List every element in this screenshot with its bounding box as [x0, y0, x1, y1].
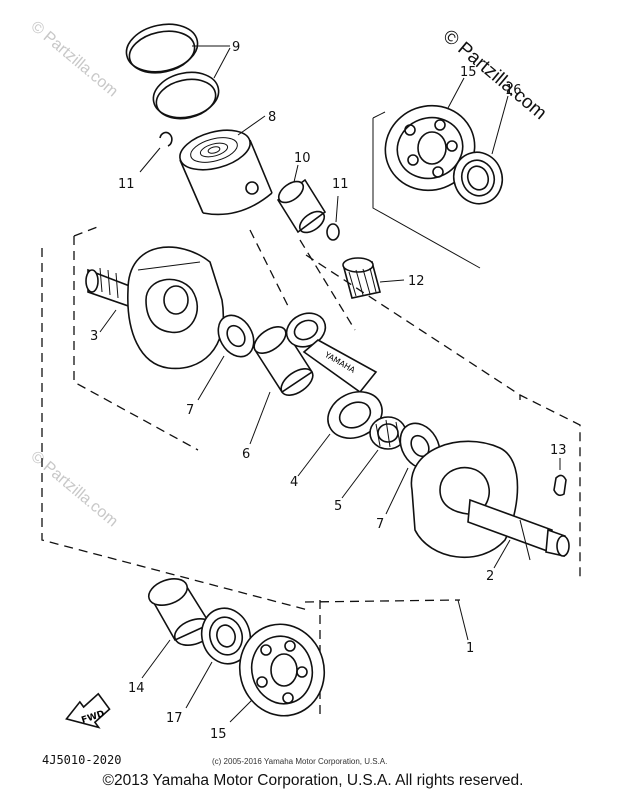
- callout-15-top: 15: [460, 65, 477, 80]
- watermark-top-right: © Partzilla.com: [439, 26, 551, 124]
- callout-15-bottom: 15: [210, 727, 227, 742]
- callout-7-left: 7: [186, 403, 194, 418]
- callout-4: 4: [290, 475, 298, 490]
- callout-labels: 9 8 11 10 11 15 16 12 3 7 6 4 5 7 13 2 1…: [90, 40, 567, 742]
- leader-assembly: [457, 599, 469, 641]
- watermark-top-left: © Partzilla.com: [27, 18, 121, 100]
- bracket-bearing-group: [372, 111, 481, 269]
- callout-1: 1: [466, 641, 474, 656]
- piston-pin-clip-left: [139, 131, 173, 173]
- callout-6: 6: [242, 447, 250, 462]
- callout-2: 2: [486, 569, 494, 584]
- piston-rings: [125, 23, 231, 120]
- callout-8: 8: [268, 110, 276, 125]
- callout-9: 9: [232, 40, 240, 55]
- thrust-washer-left: [197, 314, 255, 401]
- piston: [179, 115, 273, 216]
- small-copyright: (c) 2005-2016 Yamaha Motor Corporation, …: [212, 757, 387, 766]
- woodruff-key: [553, 458, 567, 497]
- callout-11-right: 11: [332, 177, 349, 192]
- piston-pin-clip-right: [326, 195, 340, 241]
- crankshaft-right: [410, 440, 570, 569]
- crankshaft-left: [85, 246, 225, 370]
- oil-seal-bottom: [185, 607, 252, 709]
- callout-10: 10: [294, 151, 311, 166]
- callout-13: 13: [550, 443, 567, 458]
- crank-pin: [249, 326, 314, 445]
- needle-bearing-small-end: [342, 257, 405, 299]
- callout-5: 5: [334, 499, 342, 514]
- callout-3: 3: [90, 329, 98, 344]
- bearing-bottom: [229, 623, 326, 723]
- callout-12: 12: [408, 274, 425, 289]
- bearing-top: [384, 77, 476, 192]
- callout-16: 16: [505, 83, 522, 98]
- piston-pin: [276, 164, 327, 234]
- copyright-notice: ©2013 Yamaha Motor Corporation, U.S.A. A…: [102, 772, 524, 789]
- callout-11-left: 11: [118, 177, 135, 192]
- connecting-rod: YAMAHA: [285, 312, 383, 477]
- callout-14: 14: [128, 681, 145, 696]
- callout-17: 17: [166, 711, 183, 726]
- oil-seal-top: [452, 95, 509, 205]
- fwd-arrow-icon: FWD: [65, 692, 111, 729]
- part-code: 4J5010-2020: [42, 753, 121, 767]
- callout-7-right: 7: [376, 517, 384, 532]
